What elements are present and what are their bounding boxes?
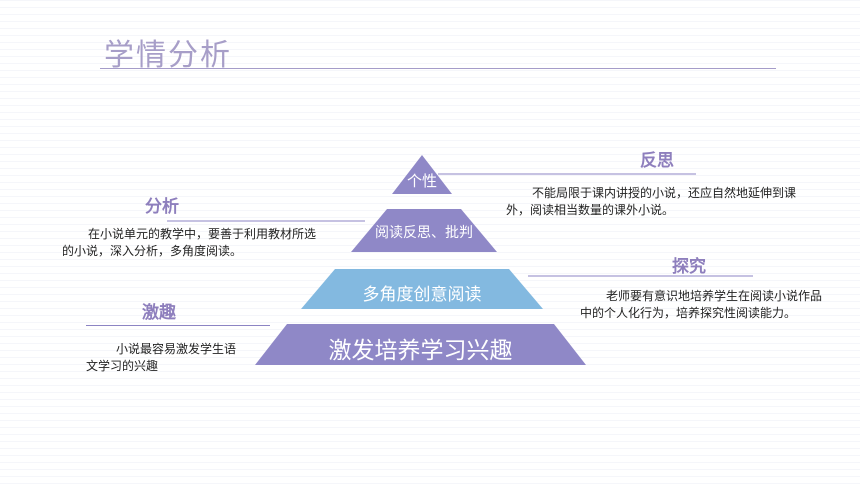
pyramid-tier-4-shape [255, 324, 586, 365]
title-underline [100, 68, 776, 69]
pyramid-tier-3-shape [301, 269, 543, 309]
interest-underline [86, 325, 270, 326]
analyze-heading: 分析 [145, 197, 179, 217]
analyze-text: 在小说单元的教学中，要善于利用教材所选的小说，深入分析，多角度阅读。 [62, 227, 317, 258]
pyramid-tier-4-label: 激发培养学习兴趣 [328, 338, 513, 364]
pyramid-tier-3-label: 多角度创意阅读 [362, 285, 482, 305]
explore-text: 老师要有意识地培养学生在阅读小说作品中的个人化行为，培养探究性阅读能力。 [580, 289, 823, 320]
pyramid-tier-2-label: 阅读反思、批判 [375, 225, 473, 241]
explore-heading: 探究 [672, 257, 706, 277]
pyramid-tier-1-label: 个性 [406, 172, 437, 190]
reflect-text: 不能局限于课内讲授的小说，还应自然地延伸到课外，阅读相当数量的课外小说。 [506, 186, 797, 217]
interest-heading: 激趣 [142, 303, 176, 323]
pyramid-tier-1-shape [392, 155, 452, 194]
reflect-heading: 反思 [640, 151, 674, 171]
slide-title: 学情分析 [104, 38, 232, 73]
pyramid-tier-2-shape [351, 209, 497, 252]
interest-text: 小说最容易激发学生语文学习的兴趣 [86, 342, 237, 373]
